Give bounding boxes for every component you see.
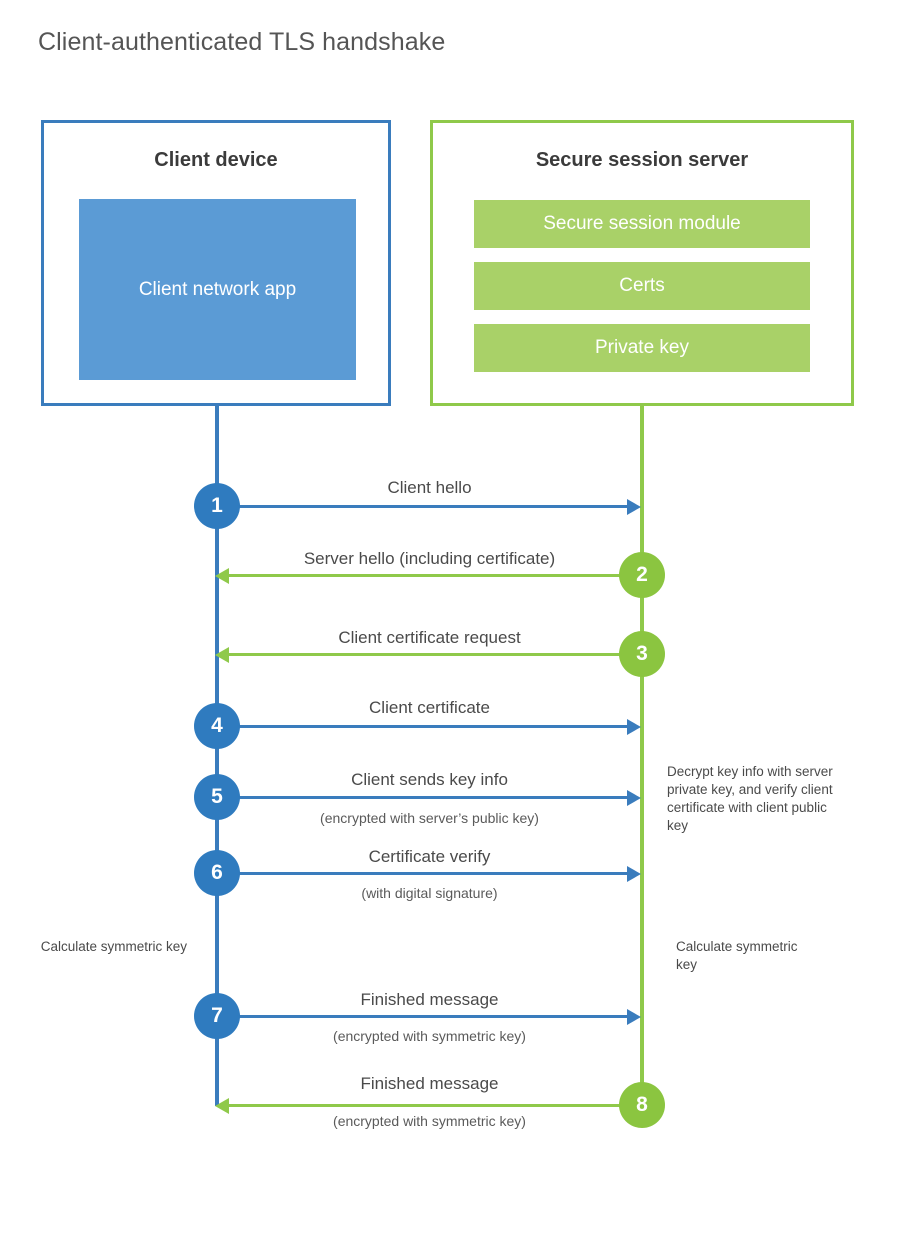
step-2-arrow-line bbox=[229, 574, 642, 577]
server-module-certs: Certs bbox=[474, 262, 810, 310]
page-title: Client-authenticated TLS handshake bbox=[38, 28, 446, 56]
step-2-badge: 2 bbox=[619, 552, 665, 598]
step-4-badge: 4 bbox=[194, 703, 240, 749]
client-lifeline bbox=[215, 406, 219, 1106]
step-5-badge: 5 bbox=[194, 774, 240, 820]
server-module-private-key: Private key bbox=[474, 324, 810, 372]
step-5-sublabel: (encrypted with server’s public key) bbox=[320, 810, 539, 826]
step-5-arrow-line bbox=[217, 796, 629, 799]
step-8-badge: 8 bbox=[619, 1082, 665, 1128]
step-7-badge: 7 bbox=[194, 993, 240, 1039]
step-4-arrow-line bbox=[217, 725, 629, 728]
step-3-badge: 3 bbox=[619, 631, 665, 677]
client-calculate-symmetric-key-note: Calculate symmetric key bbox=[40, 939, 187, 954]
client-device-title: Client device bbox=[154, 149, 278, 171]
step-6-label: Certificate verify bbox=[368, 847, 491, 866]
step-7-sublabel: (encrypted with symmetric key) bbox=[333, 1028, 526, 1044]
server-decrypt-note: Decrypt key info with server private key… bbox=[667, 764, 833, 833]
step-4-label: Client certificate bbox=[369, 698, 490, 717]
step-5-arrow-head bbox=[627, 789, 641, 806]
server-calculate-symmetric-key-note: Calculate symmetric key bbox=[676, 939, 798, 972]
step-8-arrow-line bbox=[229, 1104, 642, 1107]
step-1-arrow-line bbox=[217, 505, 629, 508]
client-device-box: Client device Client network app bbox=[41, 120, 391, 406]
step-8-sublabel: (encrypted with symmetric key) bbox=[333, 1113, 526, 1129]
step-8-arrow-head bbox=[215, 1097, 229, 1114]
step-3-label: Client certificate request bbox=[338, 628, 521, 647]
step-8-label: Finished message bbox=[360, 1074, 499, 1093]
server-module-secure-session-module: Secure session module bbox=[474, 200, 810, 248]
step-6-arrow-line bbox=[217, 872, 629, 875]
step-7-arrow-line bbox=[217, 1015, 629, 1018]
step-7-arrow-head bbox=[627, 1008, 641, 1025]
client-network-app-block: Client network app bbox=[79, 199, 356, 380]
step-1-badge: 1 bbox=[194, 483, 240, 529]
step-6-badge: 6 bbox=[194, 850, 240, 896]
step-3-arrow-line bbox=[229, 653, 642, 656]
secure-session-server-title: Secure session server bbox=[535, 149, 749, 171]
step-6-sublabel: (with digital signature) bbox=[361, 885, 498, 901]
step-2-label: Server hello (including certificate) bbox=[303, 549, 556, 568]
secure-session-server-box: Secure session server Secure session mod… bbox=[430, 120, 854, 406]
step-1-label: Client hello bbox=[387, 478, 472, 497]
step-4-arrow-head bbox=[627, 718, 641, 735]
server-module-list: Secure session module Certs Private key bbox=[474, 200, 810, 372]
step-1-arrow-head bbox=[627, 498, 641, 515]
server-lifeline bbox=[640, 406, 644, 1106]
step-3-arrow-head bbox=[215, 646, 229, 663]
step-2-arrow-head bbox=[215, 567, 229, 584]
step-7-label: Finished message bbox=[360, 990, 499, 1009]
step-5-label: Client sends key info bbox=[351, 770, 508, 789]
step-6-arrow-head bbox=[627, 865, 641, 882]
